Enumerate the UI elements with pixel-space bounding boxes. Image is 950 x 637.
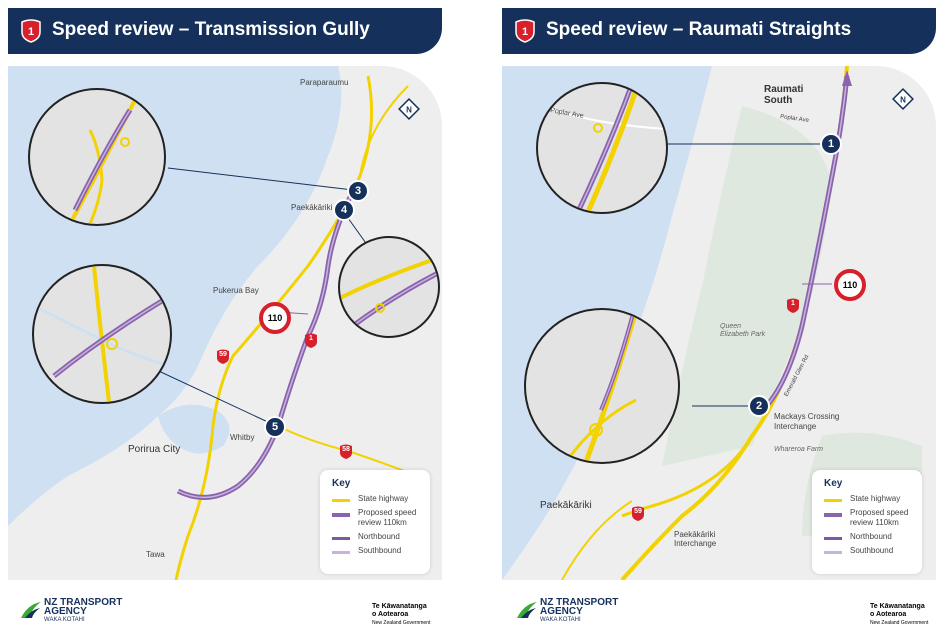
place-label-tawa: Tawa [146, 550, 165, 559]
north-arrow-icon: N [398, 98, 420, 120]
location-marker-4[interactable]: 4 [333, 199, 355, 221]
speed-limit-sign: 110 [834, 269, 866, 301]
svg-text:1: 1 [28, 26, 34, 38]
key-title: Key [332, 478, 351, 489]
page-title: Speed review – Raumati Straights [546, 19, 852, 40]
key-item-state-highway: State highway [332, 494, 428, 506]
route-shield-59-icon: 59 [216, 349, 230, 365]
place-label-paraparaumu: Paraparaumu [300, 78, 349, 87]
inset-zoom-5[interactable] [32, 264, 172, 404]
route-shield-59-icon: 59 [631, 506, 645, 522]
key-item-southbound: Southbound [824, 546, 920, 558]
route-shield-1-icon: 1 [786, 298, 800, 314]
speed-limit-sign: 110 [259, 302, 291, 334]
key-item-northbound: Northbound [332, 532, 428, 544]
route-shield-58-icon: 58 [339, 444, 353, 460]
location-marker-3[interactable]: 3 [347, 180, 369, 202]
nz-government-logo: Te Kāwanatanga o Aotearoa New Zealand Go… [870, 603, 929, 626]
key-item-proposed: Proposed speed review 110km [824, 508, 920, 530]
key-item-proposed: Proposed speed review 110km [332, 508, 428, 530]
location-marker-2[interactable]: 2 [748, 395, 770, 417]
inset-zoom-1[interactable]: Poplar Ave [536, 82, 668, 214]
title-banner: 1 Speed review – Transmission Gully [8, 8, 442, 54]
place-label-paekakariki: Paekākāriki [291, 203, 333, 212]
place-label-whareroa-farm: Whareroa Farm [774, 446, 824, 453]
location-marker-1[interactable]: 1 [820, 133, 842, 155]
place-label-raumati-south: Raumati South [764, 84, 804, 106]
key-item-state-highway: State highway [824, 494, 920, 506]
title-banner: 1 Speed review – Raumati Straights [502, 8, 936, 54]
place-label-pukerua-bay: Pukerua Bay [213, 286, 259, 295]
location-marker-5[interactable]: 5 [264, 416, 286, 438]
map-key: Key State highway Proposed speed review … [812, 470, 922, 574]
map-key: Key State highway Proposed speed review … [320, 470, 430, 574]
inset-zoom-4[interactable] [338, 236, 440, 338]
place-label-queen-elizabeth-park: Queen Elizabeth Park [720, 323, 766, 338]
svg-text:N: N [900, 96, 906, 105]
north-arrow-icon: N [892, 88, 914, 110]
place-label-whitby: Whitby [230, 433, 255, 442]
key-item-southbound: Southbound [332, 546, 428, 558]
state-highway-shield-icon: 1 [515, 19, 535, 43]
nzta-logo-icon [517, 602, 537, 618]
panel-transmission-gully: 1 Speed review – Transmission Gully Para… [8, 0, 460, 637]
svg-text:1: 1 [522, 26, 528, 38]
key-item-northbound: Northbound [824, 532, 920, 544]
place-label-paekakariki-interchange: Paekākāriki Interchange [674, 530, 717, 548]
route-shield-1-icon: 1 [304, 333, 318, 349]
nz-government-logo: Te Kāwanatanga o Aotearoa New Zealand Go… [372, 603, 431, 626]
state-highway-shield-icon: 1 [21, 19, 41, 43]
page-title: Speed review – Transmission Gully [52, 19, 370, 40]
inset-zoom-3[interactable] [28, 88, 166, 226]
key-title: Key [824, 478, 843, 489]
svg-text:N: N [406, 106, 412, 115]
inset-zoom-2[interactable] [524, 308, 680, 464]
nzta-logo-icon [21, 602, 41, 618]
place-label-paekakariki: Paekākāriki [540, 500, 592, 511]
panel-raumati-straights: 1 Speed review – Raumati Straights Rauma… [502, 0, 950, 637]
place-label-porirua-city: Porirua City [128, 444, 181, 455]
place-label-mackays-crossing: Mackays Crossing Interchange [774, 412, 840, 431]
